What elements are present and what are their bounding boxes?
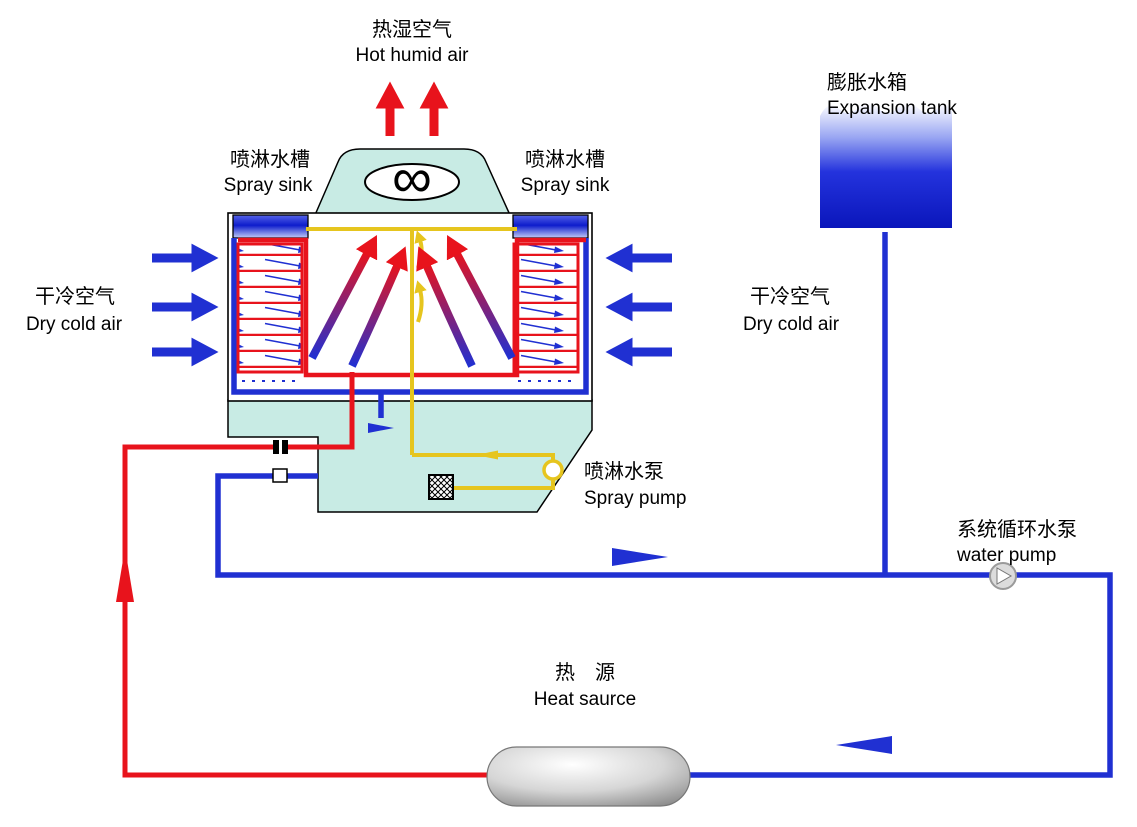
labels: 热湿空气 Hot humid air 喷淋水槽 Spray sink 喷淋水槽 … bbox=[26, 18, 1077, 710]
fan-icon: ∞ bbox=[364, 146, 460, 209]
label-spray-sink-left-zh: 喷淋水槽 bbox=[230, 148, 310, 171]
label-spray-pump-zh: 喷淋水泵 bbox=[584, 460, 664, 483]
hot-water-pipe-red bbox=[122, 372, 505, 778]
label-expansion-tank-en: Expansion tank bbox=[827, 98, 957, 119]
system-water-pump-icon bbox=[989, 562, 1017, 590]
label-dry-cold-air-right-zh: 干冷空气 bbox=[750, 285, 830, 308]
fan-blade-glyph: ∞ bbox=[392, 146, 432, 209]
air-inlet-arrows-right bbox=[605, 243, 672, 367]
label-dry-cold-air-left-zh: 干冷空气 bbox=[35, 285, 115, 308]
label-spray-sink-right-en: Spray sink bbox=[521, 175, 610, 196]
heat-source-vessel bbox=[486, 746, 691, 807]
flow-arrow-hot-up bbox=[116, 548, 134, 602]
flow-arrow-return-left bbox=[836, 736, 892, 754]
label-spray-sink-left-en: Spray sink bbox=[224, 175, 313, 196]
label-water-pump-zh: 系统循环水泵 bbox=[957, 518, 1077, 541]
flow-arrow-basin bbox=[368, 423, 394, 433]
spray-pump-icon bbox=[428, 474, 454, 500]
label-dry-cold-air-right-en: Dry cold air bbox=[743, 314, 840, 335]
label-expansion-tank-zh: 膨胀水箱 bbox=[827, 71, 907, 94]
valve-lower bbox=[272, 468, 288, 483]
cold-water-pipe-blue bbox=[215, 473, 1113, 778]
water-basin bbox=[227, 399, 593, 513]
expansion-tank-body bbox=[820, 103, 952, 228]
label-water-pump-en: water pump bbox=[956, 545, 1056, 566]
heat-exchange-coil-right bbox=[512, 242, 580, 382]
spray-sink-left-box bbox=[232, 214, 309, 239]
airflow-curved-arrows bbox=[308, 235, 516, 368]
spray-sink-right-box bbox=[512, 214, 589, 239]
spray-water-piping bbox=[306, 227, 555, 490]
label-dry-cold-air-left-en: Dry cold air bbox=[26, 314, 123, 335]
label-heat-source-en: Heat saurce bbox=[534, 689, 636, 710]
spray-flow-arrow-1 bbox=[414, 280, 427, 323]
valve-upper bbox=[273, 440, 288, 454]
label-hot-humid-air-en: Hot humid air bbox=[356, 45, 470, 66]
label-heat-source-zh: 热 源 bbox=[555, 661, 615, 684]
flow-arrow-supply-right bbox=[612, 548, 668, 566]
heat-exchange-coil-left bbox=[236, 242, 304, 382]
air-inlet-arrows-left bbox=[152, 243, 219, 367]
label-spray-sink-right-zh: 喷淋水槽 bbox=[525, 148, 605, 171]
label-spray-pump-en: Spray pump bbox=[584, 488, 686, 509]
hot-air-outlet-arrows bbox=[375, 81, 449, 136]
spray-flow-arrow-3 bbox=[476, 450, 498, 460]
spray-pump-circle-icon bbox=[542, 459, 564, 481]
label-hot-humid-air-zh: 热湿空气 bbox=[372, 18, 452, 41]
